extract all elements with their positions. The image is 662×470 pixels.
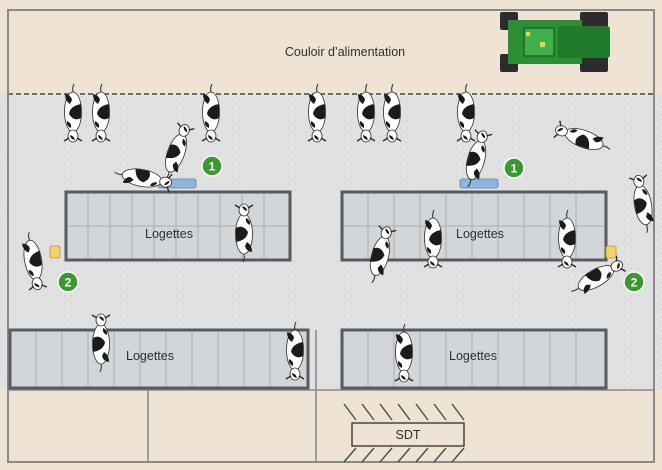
marker-badge-2a: 2 (57, 271, 79, 293)
stall-block-3: Logettes (8, 328, 310, 390)
milking-label: SDT (396, 428, 421, 442)
marker-badge-2b: 2 (623, 271, 645, 293)
feeder-station-2 (459, 178, 499, 189)
barn-outline (7, 9, 655, 463)
stall-label-2: Logettes (456, 227, 504, 241)
stall-block-4: Logettes (340, 328, 608, 390)
marker-badge-1a-label: 1 (209, 160, 216, 174)
tractor-icon (500, 12, 610, 72)
stall-block-1: Logettes (64, 190, 292, 262)
marker-badge-1b: 1 (503, 157, 525, 179)
marker-badge-1a: 1 (201, 155, 223, 177)
station-left (49, 245, 61, 259)
marker-badge-1b-label: 1 (511, 162, 518, 176)
marker-badge-2b-label: 2 (631, 276, 638, 290)
station-right (605, 245, 617, 259)
feed-alley-label: Couloir d’alimentation (285, 45, 405, 59)
milking-parlour: SDT (343, 403, 465, 463)
lower-area (0, 390, 662, 470)
stall-label-4: Logettes (449, 349, 497, 363)
stall-label-1: Logettes (145, 227, 193, 241)
stall-label-3: Logettes (126, 349, 174, 363)
marker-badge-2a-label: 2 (65, 276, 72, 290)
